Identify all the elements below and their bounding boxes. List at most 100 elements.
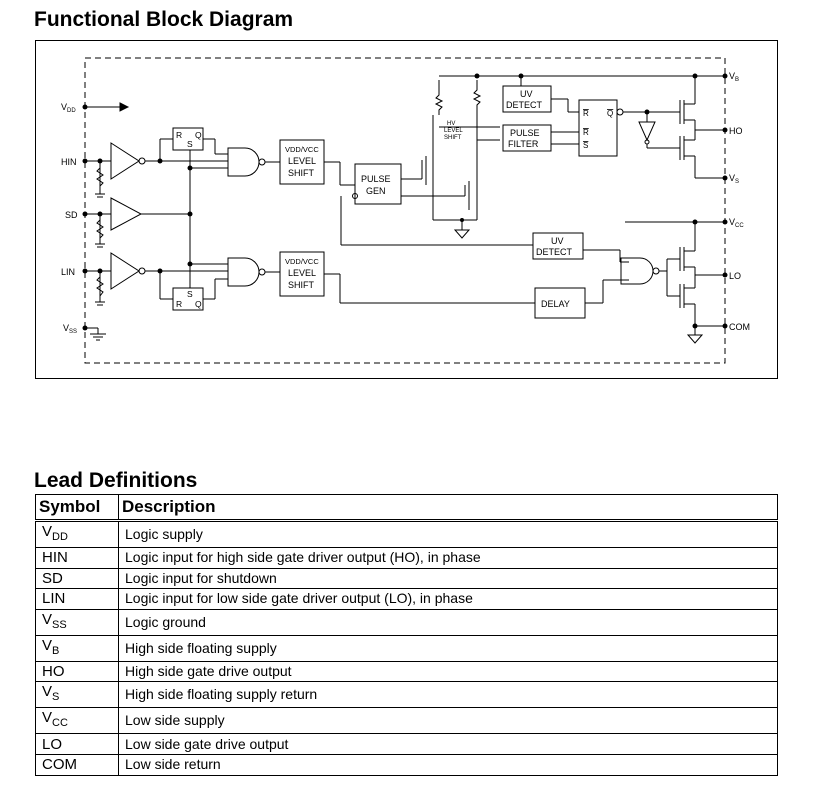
diagram-title: Functional Block Diagram [34, 8, 294, 31]
table-row: HO High side gate drive output [35, 660, 778, 683]
hv-ls-1: HV [447, 121, 455, 127]
table-row: LIN Logic input for low side gate driver … [35, 588, 778, 610]
symbol-subscript: CC [52, 717, 68, 730]
pin-lo: LO [729, 271, 741, 281]
latch-bottom-s: S [187, 289, 193, 299]
symbol-cell: HIN [35, 547, 119, 569]
uv-low-2: DETECT [536, 247, 573, 257]
buffer-high [638, 121, 656, 142]
pin-vss: VSS [63, 323, 77, 335]
symbol-cell: LIN [35, 588, 119, 610]
header-description: Description [118, 494, 778, 522]
description-cell: Low side supply [118, 707, 778, 735]
latch-high-r2: R [583, 128, 589, 137]
description-cell: Low side return [118, 753, 778, 776]
diagram-frame [35, 40, 778, 379]
description-cell: Logic input for low side gate driver out… [118, 588, 778, 610]
symbol-text: SD [42, 569, 63, 587]
ls-top-3: SHIFT [288, 168, 315, 178]
filter-2: FILTER [508, 139, 539, 149]
symbol-text: V [42, 523, 53, 540]
symbol-subscript: SS [52, 618, 67, 631]
symbol-cell: SD [35, 567, 119, 590]
table-row: VB High side floating supply [35, 634, 778, 662]
description-cell: Logic input for high side gate driver ou… [118, 547, 778, 569]
latch-top-q: Q [195, 130, 202, 140]
table-row: COM Low side return [35, 753, 778, 776]
pin-hin: HIN [61, 157, 77, 167]
description-cell: High side floating supply [118, 634, 778, 662]
table-row: SD Logic input for shutdown [35, 567, 778, 590]
latch-high-s: S [583, 141, 588, 150]
pulse-gen-2: GEN [366, 186, 386, 196]
hin-schmitt-buffer [110, 142, 140, 180]
symbol-text: LIN [42, 590, 66, 608]
pin-ho: HO [729, 126, 743, 136]
uv-detect-low [532, 232, 584, 260]
symbol-cell: VS [35, 681, 119, 709]
description-cell: Low side gate drive output [118, 733, 778, 755]
symbol-text: COM [42, 756, 77, 774]
uv-high-2: DETECT [506, 100, 543, 110]
ls-bottom-2: LEVEL [288, 268, 316, 278]
functional-block-diagram: VDD HIN SD LIN VSS VB HO VS VCC LO COM R… [61, 57, 750, 364]
header-symbol: Symbol [35, 494, 119, 522]
latch-top-s: S [187, 139, 193, 149]
symbol-text: V [42, 709, 53, 727]
pin-vdd: VDD [61, 102, 76, 114]
symbol-cell: VCC [35, 707, 119, 735]
lin-schmitt-buffer [110, 252, 140, 290]
pin-vs: VS [729, 173, 739, 185]
gate-top [227, 147, 260, 177]
description-cell: High side floating supply return [118, 681, 778, 709]
description-cell: High side gate drive output [118, 660, 778, 683]
latch-high [578, 99, 618, 157]
latch-high-q: Q [607, 109, 613, 118]
latch-top-r: R [176, 130, 182, 140]
table-row: LO Low side gate drive output [35, 733, 778, 755]
uv-high-1: UV [520, 89, 533, 99]
pulse-gen-block [354, 163, 402, 205]
symbol-text: HO [42, 663, 65, 681]
pin-vcc: VCC [729, 217, 744, 229]
latch-bottom-q: Q [195, 299, 202, 309]
latch-high-r1: R [583, 109, 589, 118]
ls-top-1: VDD/VCC [285, 145, 319, 154]
description-cell: Logic input for shutdown [118, 567, 778, 590]
symbol-cell: LO [35, 733, 119, 755]
pulse-gen-1: PULSE [361, 174, 391, 184]
chip-boundary [84, 57, 726, 364]
symbol-subscript: B [52, 644, 60, 657]
description-cell: Logic supply [118, 520, 778, 548]
symbol-text: LO [42, 735, 63, 753]
gate-bottom [227, 257, 260, 287]
symbol-subscript: DD [52, 531, 68, 543]
symbol-text: V [42, 636, 53, 654]
pin-vb: VB [729, 71, 739, 83]
uv-low-1: UV [551, 236, 564, 246]
symbol-text: V [42, 610, 53, 628]
lead-definitions-title: Lead Definitions [34, 469, 198, 492]
ls-top-2: LEVEL [288, 156, 316, 166]
symbol-cell: VDD [35, 520, 119, 548]
hv-ls-2: LEVEL [444, 128, 463, 134]
ls-bottom-1: VDD/VCC [285, 257, 319, 266]
pin-com: COM [729, 322, 750, 332]
symbol-subscript: S [52, 691, 60, 704]
filter-1: PULSE [510, 128, 540, 138]
symbol-text: HIN [42, 549, 68, 567]
delay-label: DELAY [541, 299, 570, 309]
ls-bottom-3: SHIFT [288, 280, 315, 290]
symbol-text: V [42, 683, 53, 701]
symbol-cell: VSS [35, 608, 119, 636]
pulse-filter-block [502, 124, 552, 152]
hv-ls-3: SHIFT [444, 135, 462, 141]
symbol-cell: COM [35, 753, 119, 776]
table-row: HIN Logic input for high side gate driver… [35, 547, 778, 569]
pin-sd: SD [65, 210, 78, 220]
